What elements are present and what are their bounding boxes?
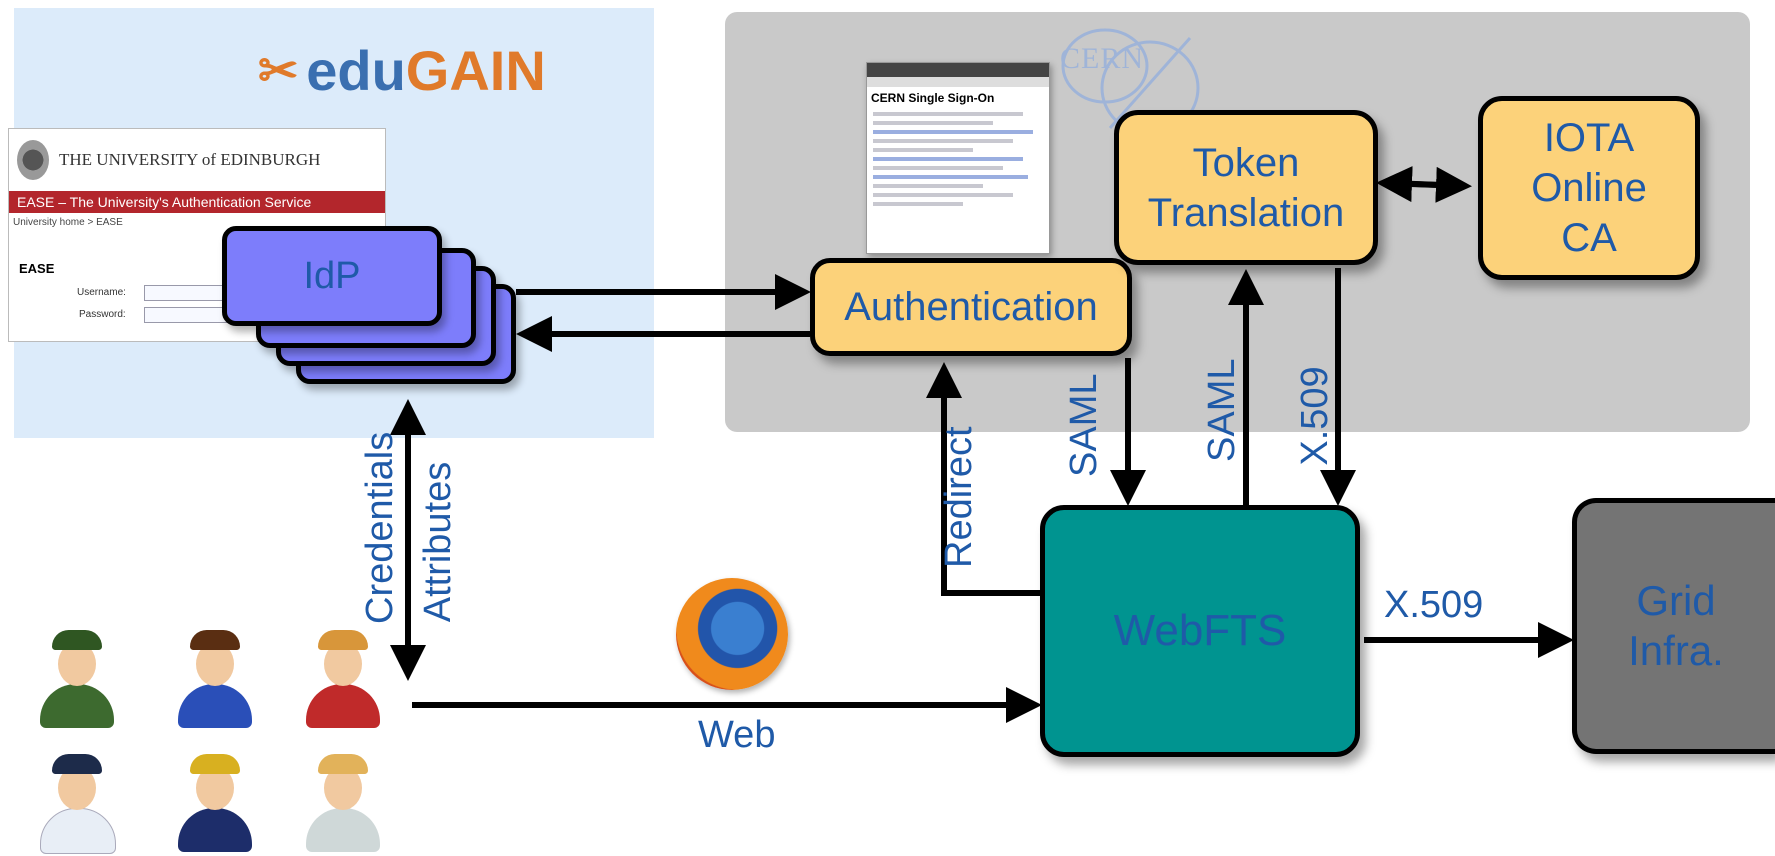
saml-up-label: SAML <box>1201 358 1243 462</box>
web-label: Web <box>698 714 776 756</box>
sso-text-line <box>873 130 1033 134</box>
username-label: Username: <box>77 287 126 298</box>
sso-text-line <box>873 112 1023 116</box>
edugain-suffix: GAIN <box>405 39 546 102</box>
firefox-browser-icon <box>676 578 788 690</box>
arrow-redirect <box>926 362 1046 596</box>
user-avatar-queen <box>170 752 260 852</box>
cern-logo-text: CERN <box>1060 42 1145 75</box>
iota-online-ca-node: IOTA Online CA <box>1478 96 1700 280</box>
user-avatar-superhero <box>170 628 260 728</box>
user-avatar-captain <box>32 752 122 854</box>
user-avatar-woman <box>298 628 388 728</box>
sso-text-line <box>873 121 993 125</box>
edugain-logo: ✂ eduGAIN <box>258 38 546 103</box>
sso-text-line <box>873 193 1013 197</box>
university-name: THE UNIVERSITY of EDINBURGH <box>59 150 321 169</box>
iota-label-line1: IOTA <box>1543 116 1635 160</box>
sso-text-line <box>873 166 1003 170</box>
sso-window-bar <box>867 63 1049 77</box>
authentication-node: Authentication <box>810 258 1132 356</box>
cern-sso-screenshot: CERN Single Sign-On <box>866 62 1050 254</box>
arrow-iota-to-token <box>1376 166 1467 203</box>
edugain-mark-icon: ✂ <box>258 44 299 98</box>
webfts-node: WebFTS <box>1040 505 1360 757</box>
token-translation-node: Token Translation <box>1114 110 1378 265</box>
university-header: THE UNIVERSITY of EDINBURGH <box>9 129 385 191</box>
grid-infra-node: Grid Infra. <box>1572 498 1775 754</box>
sso-address-bar <box>867 77 1049 87</box>
grid-label-line2: Infra. <box>1628 627 1724 674</box>
grid-label-line1: Grid <box>1636 576 1716 624</box>
redirect-label: Redirect <box>938 426 980 569</box>
token-label-line2: Translation <box>1147 190 1345 235</box>
sso-text-line <box>873 175 1028 179</box>
university-crest-icon <box>17 140 49 180</box>
sso-text-line <box>873 139 1013 143</box>
sso-text-line <box>873 184 983 188</box>
ease-form-title: EASE <box>19 261 55 276</box>
sso-text-line <box>873 157 1023 161</box>
password-label: Password: <box>79 309 126 320</box>
iota-label-line3: CA <box>1561 216 1617 260</box>
saml-down-label: SAML <box>1063 373 1105 477</box>
attributes-label: Attributes <box>417 461 459 623</box>
sso-title: CERN Single Sign-On <box>871 91 995 105</box>
credentials-label: Credentials <box>359 431 401 624</box>
breadcrumb: University home > EASE <box>13 217 123 228</box>
user-avatar-justice <box>298 752 388 852</box>
idp-node: IdP <box>222 226 442 326</box>
edugain-prefix: edu <box>306 39 406 102</box>
user-avatar-officer <box>32 628 122 728</box>
sso-text-line <box>873 148 973 152</box>
ease-service-bar: EASE – The University's Authentication S… <box>9 191 385 213</box>
x509-vertical-label: X.509 <box>1294 366 1336 466</box>
sso-text-line <box>873 202 963 206</box>
iota-label-line2: Online <box>1531 166 1647 210</box>
cern-logo-icon <box>1061 28 1200 136</box>
token-label-line1: Token <box>1192 140 1300 185</box>
x509-horizontal-label: X.509 <box>1384 584 1484 626</box>
